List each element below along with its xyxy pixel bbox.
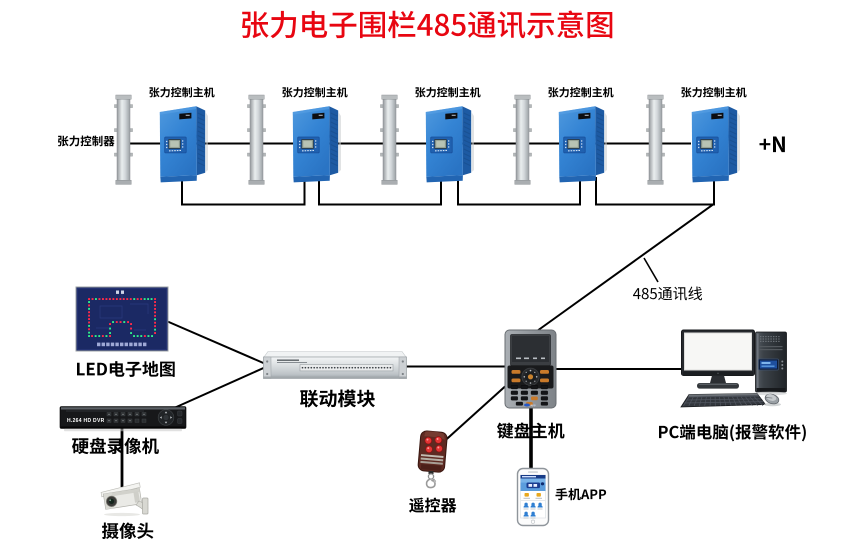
svg-text:app: app (531, 403, 536, 407)
svg-text:H.264 HD DVR: H.264 HD DVR (67, 418, 105, 424)
